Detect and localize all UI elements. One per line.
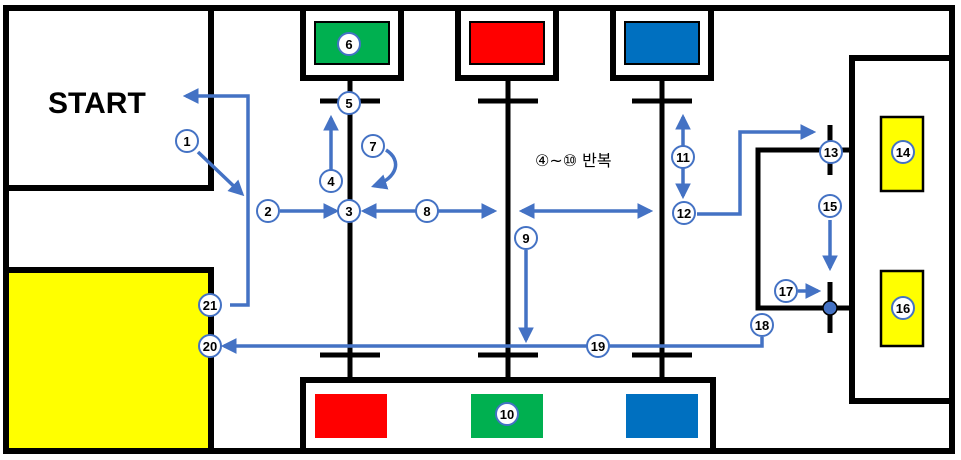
svg-text:14: 14 <box>896 145 911 160</box>
start-area <box>3 5 214 191</box>
step-markers: 1 2 3 4 5 6 7 8 9 10 11 12 13 14 15 16 1… <box>175 32 915 426</box>
repeat-note: ④~⑩ 반복 <box>535 151 612 170</box>
svg-text:3: 3 <box>345 204 352 219</box>
side-track-loop <box>755 147 850 311</box>
step-marker-16: 16 <box>891 296 915 320</box>
step-marker-2: 2 <box>256 199 280 223</box>
svg-text:9: 9 <box>522 231 529 246</box>
route-arrows <box>182 88 838 354</box>
arrow-step19 <box>220 337 764 354</box>
svg-text:11: 11 <box>676 150 690 165</box>
step-marker-4: 4 <box>319 169 343 193</box>
svg-text:1: 1 <box>183 134 190 149</box>
arrow-step7 <box>371 148 398 190</box>
svg-text:12: 12 <box>677 206 691 221</box>
stop-markers <box>320 98 692 358</box>
yellow-zone-left <box>3 267 214 454</box>
svg-text:16: 16 <box>896 301 910 316</box>
right-zone <box>849 55 955 404</box>
arrow-step12 <box>697 124 817 216</box>
svg-text:8: 8 <box>423 204 430 219</box>
step-marker-6: 6 <box>337 32 361 56</box>
arrow-to-start <box>182 88 250 307</box>
top-blue-block <box>624 21 700 65</box>
bottom-red-block <box>315 394 387 438</box>
svg-text:20: 20 <box>203 339 217 354</box>
svg-text:18: 18 <box>755 318 769 333</box>
step-marker-5: 5 <box>337 91 361 115</box>
arrow-step1 <box>196 150 245 197</box>
step-marker-7: 7 <box>361 134 385 158</box>
svg-text:21: 21 <box>203 298 217 313</box>
svg-text:4: 4 <box>327 174 335 189</box>
start-label: START <box>48 87 146 120</box>
bottom-blue-block <box>626 394 698 438</box>
step-marker-18: 18 <box>750 313 774 337</box>
svg-text:19: 19 <box>591 339 605 354</box>
svg-text:17: 17 <box>779 284 793 299</box>
svg-text:15: 15 <box>823 199 837 214</box>
step-marker-8: 8 <box>415 199 439 223</box>
step-marker-9: 9 <box>514 226 538 250</box>
svg-text:7: 7 <box>369 139 376 154</box>
svg-text:5: 5 <box>345 96 352 111</box>
svg-text:2: 2 <box>264 204 271 219</box>
step-marker-12: 12 <box>672 201 696 225</box>
step-marker-14: 14 <box>891 140 915 164</box>
step-marker-1: 1 <box>175 129 199 153</box>
svg-text:6: 6 <box>345 37 352 52</box>
step-marker-15: 15 <box>818 194 842 218</box>
svg-text:10: 10 <box>500 407 514 422</box>
step-marker-10: 10 <box>495 402 519 426</box>
svg-text:13: 13 <box>824 145 838 160</box>
tracks <box>347 78 850 380</box>
step-marker-21: 21 <box>198 293 222 317</box>
top-red-block <box>469 21 545 65</box>
junction-dot <box>822 300 838 316</box>
step-marker-20: 20 <box>198 334 222 358</box>
step-marker-13: 13 <box>819 140 843 164</box>
step-marker-3: 3 <box>337 199 361 223</box>
step-marker-17: 17 <box>774 279 798 303</box>
step-marker-11: 11 <box>671 145 695 169</box>
step-marker-19: 19 <box>586 334 610 358</box>
